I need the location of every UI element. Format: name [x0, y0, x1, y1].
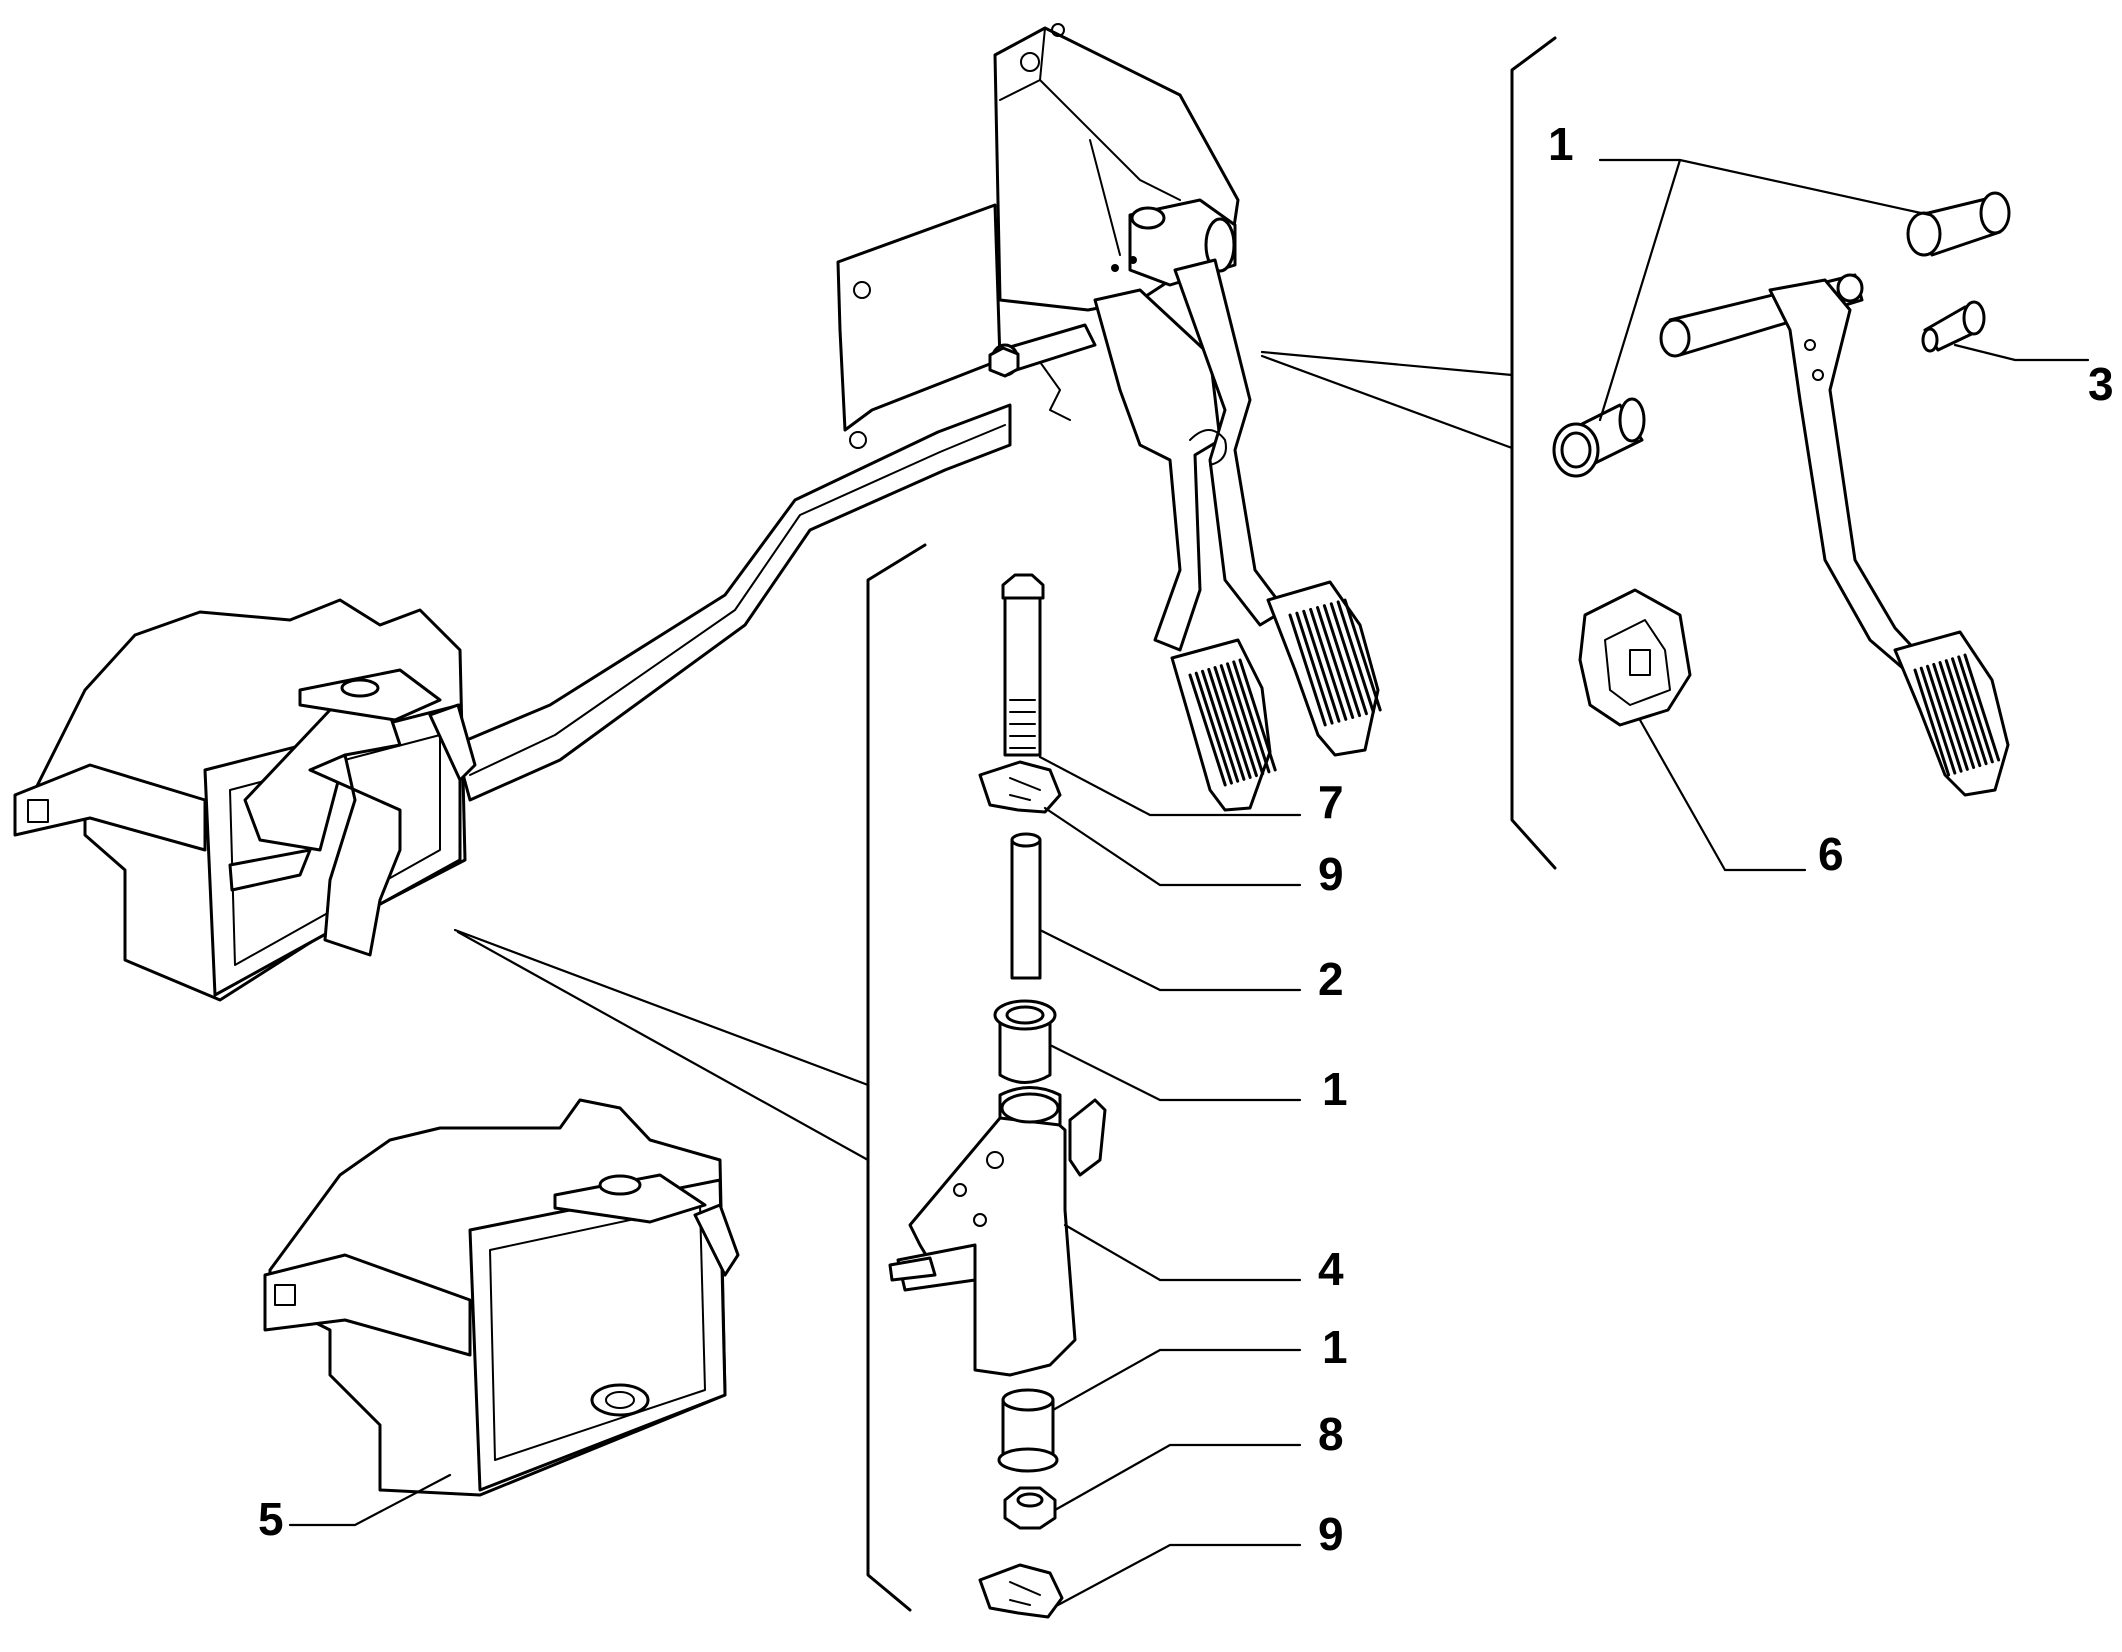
callout-1-low: 1: [1322, 1321, 1348, 1373]
bracket-5: [263, 1098, 740, 1497]
pedal-connector-lines: [1260, 350, 1514, 450]
pad-tread-rib: [1938, 661, 1976, 769]
pad-tread-rib: [1207, 667, 1246, 781]
pad-tread-rib: [1336, 600, 1375, 714]
leader-9-lower: [1056, 1543, 1302, 1607]
pad-tread-rib: [1188, 673, 1227, 787]
pad-tread-rib: [1238, 658, 1277, 772]
right-detail-frame: [1510, 36, 1557, 870]
pad-tread-rib: [1932, 662, 1969, 771]
pad-tread-rib: [1343, 598, 1382, 712]
leader-2: [1038, 928, 1302, 992]
rubber-stop-6: [1578, 588, 1692, 727]
pad-tread-rib: [1302, 609, 1341, 723]
callout-2: 2: [1318, 953, 1344, 1005]
leader-8: [1053, 1443, 1302, 1512]
leader-7: [1038, 755, 1302, 817]
leader-9-upper: [1043, 806, 1302, 887]
leader-5: [288, 1473, 452, 1527]
nut-8: [1003, 1486, 1057, 1530]
callout-8: 8: [1318, 1408, 1344, 1460]
callout-labels: 1 3 6 7 9 2 1 4 1 8 9 5: [258, 118, 2114, 1560]
pad-tread-rib: [1951, 657, 1988, 766]
pad-tread-rib: [1309, 607, 1348, 721]
leader-1-mid: [1048, 1043, 1302, 1102]
pad-tread-rib: [1944, 659, 1982, 768]
clip-9-upper: [978, 760, 1062, 814]
clutch-pedal-pad: [1266, 580, 1382, 757]
pad-tread-rib: [1288, 613, 1327, 727]
pin-3: [1921, 300, 1986, 353]
leader-1-low: [1051, 1348, 1302, 1412]
left-bracket-assembled: [13, 598, 477, 1002]
pad-tread-rib: [1316, 606, 1355, 719]
callout-9-upper: 9: [1318, 848, 1344, 900]
pad-tread-rib: [1919, 666, 1957, 775]
leader-4: [1063, 1223, 1302, 1282]
pad-tread-rib: [1322, 604, 1362, 718]
leader-3: [1953, 343, 2090, 362]
callout-4: 4: [1318, 1243, 1344, 1295]
callout-1-top: 1: [1548, 118, 1574, 170]
leader-6: [1638, 718, 1807, 872]
pedal-box-assembly: [453, 23, 1382, 812]
pad-tread-rib: [1963, 653, 2001, 762]
bushing-left: [1552, 397, 1646, 478]
brake-pedal-pad: [1170, 638, 1277, 812]
center-detail-frame: [866, 543, 927, 1612]
bushing-1-mid: [993, 999, 1057, 1084]
lever-bracket-4: [888, 1086, 1107, 1377]
callout-9-lower: 9: [1318, 1508, 1344, 1560]
pad-tread-rib: [1201, 669, 1240, 783]
pad-tread-rib: [1219, 664, 1258, 778]
pad-tread-rib: [1913, 668, 1951, 777]
pad-tread-rib: [1295, 611, 1334, 725]
callout-3: 3: [2088, 358, 2114, 410]
callout-6: 6: [1818, 828, 1844, 880]
leader-lines: [288, 158, 2090, 1607]
pin-2: [1010, 832, 1042, 980]
callout-1-mid: 1: [1322, 1063, 1348, 1115]
crossmember-tube: [453, 403, 1012, 802]
pad-tread-rib: [1329, 602, 1368, 716]
loose-pedal-pad: [1893, 630, 2010, 797]
loose-pedal: [1659, 273, 2010, 797]
bolt-7: [1001, 573, 1045, 757]
callout-5: 5: [258, 1493, 284, 1545]
clip-9-lower: [978, 1563, 1064, 1619]
mounting-plate: [836, 203, 1002, 432]
pad-tread-rib: [1213, 666, 1252, 779]
pad-tread-rib: [1926, 664, 1963, 773]
callout-7: 7: [1318, 776, 1344, 828]
pad-tread-rib: [1957, 655, 1994, 764]
pad-tread-rib: [1194, 671, 1233, 785]
leader-1-top: [1598, 158, 1932, 217]
bushing-1-low: [997, 1388, 1059, 1473]
bracket-connector-lines: [453, 928, 870, 1162]
pad-tread-rib: [1226, 662, 1265, 776]
bushing-top-right: [1906, 191, 2011, 257]
pad-tread-rib: [1232, 660, 1271, 774]
